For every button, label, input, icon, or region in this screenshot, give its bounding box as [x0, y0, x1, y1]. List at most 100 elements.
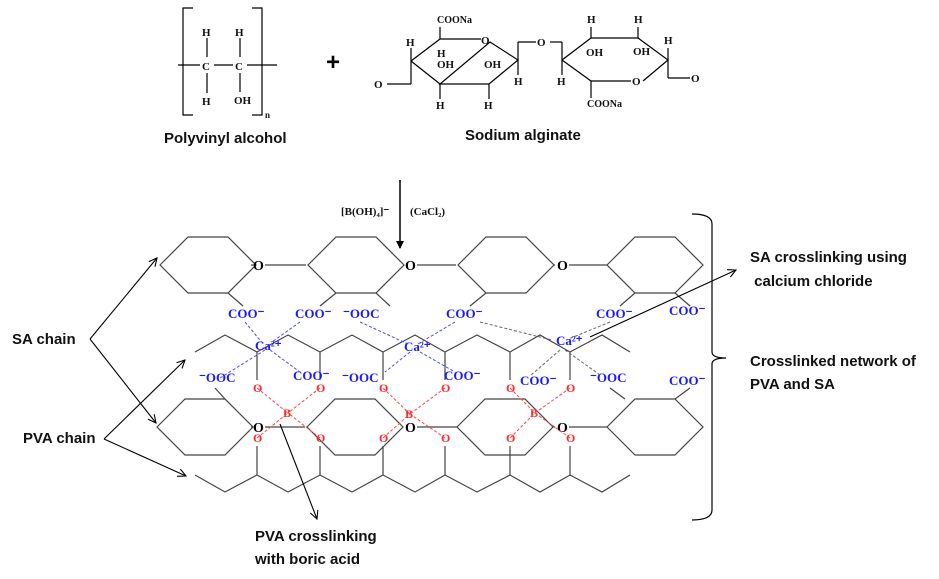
borate-ester-bond	[509, 412, 536, 439]
pva-crosslinking-label-line1: PVA crosslinking	[255, 528, 377, 545]
sa-ring	[159, 236, 257, 294]
right-bracket	[252, 7, 263, 116]
sa-h: H	[437, 48, 446, 60]
sa-h: H	[664, 35, 673, 47]
carboxylate-label: COO⁻	[295, 306, 332, 321]
linker-oxygen: O	[557, 259, 568, 274]
carboxyl-bond	[469, 292, 487, 307]
reagent-borate: [B(OH)₄]⁻	[341, 206, 389, 218]
ca-crosslink-arrow	[589, 270, 736, 338]
borate-ester-bond	[382, 413, 411, 439]
carboxylate-label: COO⁻	[596, 306, 633, 321]
sa-coona-top: COONa	[437, 15, 472, 26]
sa-ring	[606, 236, 704, 294]
sa-chain-label: SA chain	[12, 331, 76, 348]
sa-h: H	[634, 14, 643, 26]
left-bracket	[182, 7, 193, 116]
pva-h-bottom: H	[202, 96, 211, 108]
ionic-crosslink	[419, 351, 456, 373]
ionic-crosslink	[564, 349, 601, 376]
sa-h: H	[514, 76, 523, 88]
boron-atom: B	[405, 407, 413, 421]
linker-oxygen: O	[405, 259, 416, 274]
sa-coona-bottom: COONa	[587, 99, 622, 110]
borate-oxygen: O	[566, 381, 575, 395]
calcium-ion: Ca²⁺	[255, 338, 282, 353]
pva-structure: H H C C H OH n	[178, 7, 277, 120]
borate-ester-bond	[256, 387, 289, 414]
pva-oh: OH	[234, 95, 252, 107]
borate-oxygen: O	[441, 381, 450, 395]
carboxyl-bond	[214, 387, 226, 400]
linker-oxygen: O	[253, 421, 264, 436]
sa-chain-arrow-top	[89, 258, 157, 340]
borate-ester-bond	[382, 387, 411, 415]
borate-oxygen: O	[316, 381, 325, 395]
sa-ring	[306, 398, 404, 456]
carboxylate-label: COO⁻	[669, 373, 706, 388]
pva-c2: C	[235, 61, 243, 73]
carboxyl-bond	[375, 292, 391, 307]
sa-ring-o-1: O	[481, 35, 490, 47]
sa-oh: OH	[484, 59, 502, 71]
carboxyl-bond	[227, 292, 244, 307]
pva-backbone	[194, 474, 631, 493]
carboxylate-label: ⁻OOC	[342, 370, 378, 385]
ionic-crosslink	[359, 321, 409, 345]
sa-h: H	[406, 37, 415, 49]
boron-atom: B	[283, 406, 291, 420]
network-label-line1: Crosslinked network of	[750, 353, 917, 370]
borate-ester-bond	[256, 412, 289, 439]
ionic-crosslink	[219, 349, 266, 379]
borate-ester-bond	[534, 412, 571, 439]
borate-ester-bond	[534, 387, 571, 414]
pva-chain-arrow-bottom	[103, 438, 186, 476]
borate-oxygen: O	[316, 431, 325, 445]
borate-ester-bond	[409, 387, 446, 415]
boric-crosslink-arrow	[279, 423, 317, 519]
carboxylate-label: ⁻OOC	[590, 370, 626, 385]
sa-end-o-right: O	[691, 73, 700, 85]
ionic-crosslink	[529, 349, 561, 377]
sa-ring-o-2: O	[632, 76, 641, 88]
calcium-ion: Ca²⁺	[556, 333, 583, 348]
sa-oh: OH	[586, 47, 604, 59]
ionic-crosslink	[479, 321, 553, 341]
linker-oxygen: O	[405, 421, 416, 436]
borate-ester-bond	[509, 387, 536, 414]
sa-bridge-o: O	[537, 37, 546, 49]
pva-c1: C	[202, 61, 210, 73]
pva-repeat-n: n	[265, 110, 270, 120]
carboxylate-label: COO⁻	[293, 368, 330, 383]
sa-h: H	[484, 100, 493, 112]
carboxylate-label: COO⁻	[228, 306, 265, 321]
carboxyl-bond	[619, 292, 636, 307]
pva-chain-arrow-top	[103, 360, 185, 440]
sa-oh: OH	[633, 46, 651, 58]
sa-ring	[307, 236, 405, 294]
borate-oxygen: O	[441, 431, 450, 445]
plus-sign: +	[326, 49, 340, 76]
sa-end-o-left: O	[374, 79, 383, 91]
reagent-cacl2: (CaCl₂)	[410, 206, 445, 218]
borate-oxygen: O	[566, 431, 575, 445]
carboxyl-bond	[319, 292, 337, 307]
sa-ring	[156, 398, 254, 456]
pva-name: Polyvinyl alcohol	[164, 130, 287, 147]
sa-crosslinking-label-line2: calcium chloride	[750, 273, 873, 290]
ionic-crosslink	[417, 321, 456, 345]
sa-structure: COONa O O O O O H H OH OH H H H H H H H …	[374, 14, 700, 112]
carboxylate-label: COO⁻	[446, 306, 483, 321]
sa-crosslinking-label-line1: SA crosslinking using	[750, 249, 907, 266]
ionic-crosslink	[269, 349, 301, 373]
carboxyl-bond	[674, 292, 691, 307]
ionic-crosslink	[271, 321, 301, 343]
pva-h-top-1: H	[202, 27, 211, 39]
calcium-ion: Ca²⁺	[404, 339, 431, 354]
sa-h: H	[436, 100, 445, 112]
sa-oh: OH	[437, 59, 455, 71]
borate-ester-bond	[409, 413, 446, 439]
carboxyl-bond	[609, 387, 626, 400]
sa-ring	[456, 398, 554, 456]
